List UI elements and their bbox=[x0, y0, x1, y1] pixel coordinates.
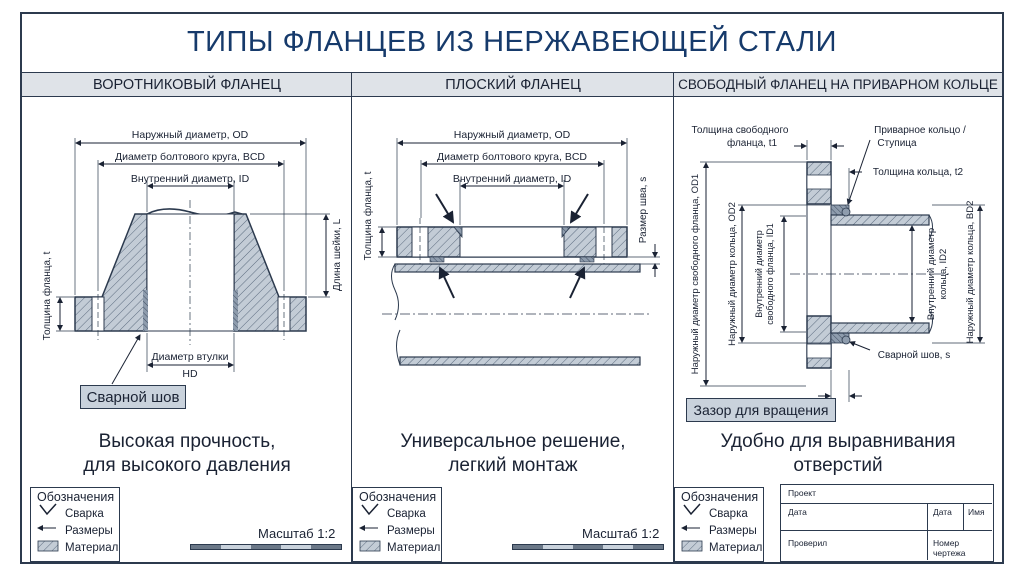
legend-dimensions: Размеры bbox=[65, 525, 113, 537]
scale-label: Масштаб 1:2 bbox=[258, 526, 336, 541]
legend-title: Обозначения bbox=[359, 490, 437, 504]
weld-neck-id-label: Внутренний диаметр, ID bbox=[131, 173, 250, 185]
weld-neck-weld-label: Сварной шов bbox=[80, 385, 186, 409]
legend-title: Обозначения bbox=[37, 490, 115, 504]
lap-flange-thickness-line2: фланца, t1 bbox=[727, 137, 778, 149]
caption-slip-on-line2: легкий монтаж bbox=[448, 455, 578, 476]
legend-weld: Сварка bbox=[387, 508, 426, 520]
caption-slip-on: Универсальное решение, легкий монтаж bbox=[352, 430, 674, 478]
lap-id1-line2: свободного фланца, ID1 bbox=[765, 223, 775, 325]
weld-neck-length-label: Длина шейки, L bbox=[332, 218, 343, 291]
weld-neck-drawing: Наружный диаметр, OD Диаметр болтового к… bbox=[41, 129, 343, 385]
caption-lap-joint: Удобно для выравнивания отверстий bbox=[674, 430, 1002, 478]
page-title: ТИПЫ ФЛАНЦЕВ ИЗ НЕРЖАВЕЮЩЕЙ СТАЛИ bbox=[186, 26, 838, 58]
legend-icons bbox=[37, 503, 703, 552]
column-divider bbox=[673, 72, 674, 562]
weld-neck-od-label: Наружный диаметр, OD bbox=[132, 129, 249, 141]
slip-on-id-label: Внутренний диаметр, ID bbox=[453, 173, 572, 185]
title-block-name: Имя bbox=[968, 507, 985, 517]
slip-on-od-label: Наружный диаметр, OD bbox=[454, 129, 571, 141]
lap-stub-end-line2: Ступица bbox=[877, 138, 917, 149]
legend-dimensions: Размеры bbox=[387, 525, 435, 537]
lap-bd2-label: Наружный диаметр кольца, BD2 bbox=[965, 201, 976, 344]
legend-box: Обозначения Сварка Размеры Материал bbox=[674, 487, 764, 562]
slip-on-thickness-label: Толщина фланца, t bbox=[362, 171, 374, 260]
heading-weld-neck: ВОРОТНИКОВЫЙ ФЛАНЕЦ bbox=[22, 72, 352, 97]
caption-lap-joint-line1: Удобно для выравнивания bbox=[720, 431, 956, 452]
lap-flange-thickness-line1: Толщина свободного bbox=[692, 124, 789, 136]
weld-neck-bcd-label: Диаметр болтового круга, BCD bbox=[115, 151, 265, 163]
title-block: Проект Дата Дата Имя Проверил Номер черт… bbox=[780, 484, 994, 562]
legend-weld: Сварка bbox=[65, 508, 104, 520]
scale-bar bbox=[512, 544, 664, 550]
title-block-date: Дата bbox=[788, 507, 807, 517]
legend-material: Материал bbox=[387, 542, 441, 554]
legend-box: Обозначения Сварка Размеры Материал bbox=[352, 487, 442, 562]
slip-on-drawing: Наружный диаметр, OD Диаметр болтового к… bbox=[362, 129, 660, 366]
lap-joint-drawing: Толщина свободного фланца, t1 Приварное … bbox=[690, 124, 985, 402]
legend-dimensions: Размеры bbox=[709, 525, 757, 537]
legend-material: Материал bbox=[65, 542, 119, 554]
column-divider bbox=[351, 72, 352, 562]
legend-title: Обозначения bbox=[681, 490, 759, 504]
heading-slip-on: ПЛОСКИЙ ФЛАНЕЦ bbox=[352, 72, 674, 97]
lap-id2-line2: кольца, ID2 bbox=[938, 249, 949, 300]
lap-od2-label: Наружный диаметр кольца, OD2 bbox=[727, 202, 738, 346]
weld-neck-hub-label: Диаметр втулки bbox=[152, 351, 229, 363]
lap-od1-label: Наружный диаметр свободного фланца, OD1 bbox=[690, 174, 701, 374]
title-block-drawing-no: Номер чертежа bbox=[933, 538, 966, 558]
lap-stub-end-line1: Приварное кольцо / bbox=[874, 125, 966, 136]
lap-id2-line1: Внутренний диаметр bbox=[926, 228, 937, 320]
caption-weld-neck-line2: для высокого давления bbox=[83, 455, 291, 476]
legend-weld: Сварка bbox=[709, 508, 748, 520]
slip-on-bcd-label: Диаметр болтового круга, BCD bbox=[437, 151, 587, 163]
title-block-date2: Дата bbox=[933, 507, 952, 517]
caption-weld-neck: Высокая прочность, для высокого давления bbox=[22, 430, 352, 478]
lap-ring-thickness-label: Толщина кольца, t2 bbox=[873, 167, 964, 178]
scale-bar bbox=[190, 544, 342, 550]
lap-weld-label: Сварной шов, s bbox=[878, 350, 950, 361]
scale-label: Масштаб 1:2 bbox=[582, 526, 660, 541]
weld-neck-thickness-label: Толщина фланца, t bbox=[41, 251, 53, 340]
caption-lap-joint-line2: отверстий bbox=[793, 455, 883, 476]
title-block-checked: Проверил bbox=[788, 538, 828, 548]
legend-material: Материал bbox=[709, 542, 763, 554]
slip-on-weld-size-label: Размер шва, s bbox=[638, 177, 649, 244]
drawing-frame bbox=[20, 12, 1004, 564]
weld-neck-hd-label: HD bbox=[182, 368, 198, 380]
title-block-project: Проект bbox=[788, 488, 816, 498]
caption-slip-on-line1: Универсальное решение, bbox=[400, 431, 626, 452]
heading-lap-joint: СВОБОДНЫЙ ФЛАНЕЦ НА ПРИВАРНОМ КОЛЬЦЕ bbox=[674, 72, 1002, 97]
lap-rotation-gap-label: Зазор для вращения bbox=[686, 398, 836, 422]
legend-box: Обозначения Сварка Размеры Материал bbox=[30, 487, 120, 562]
caption-weld-neck-line1: Высокая прочность, bbox=[98, 431, 276, 452]
lap-id1-line1: Внутренний диаметр bbox=[754, 230, 764, 317]
